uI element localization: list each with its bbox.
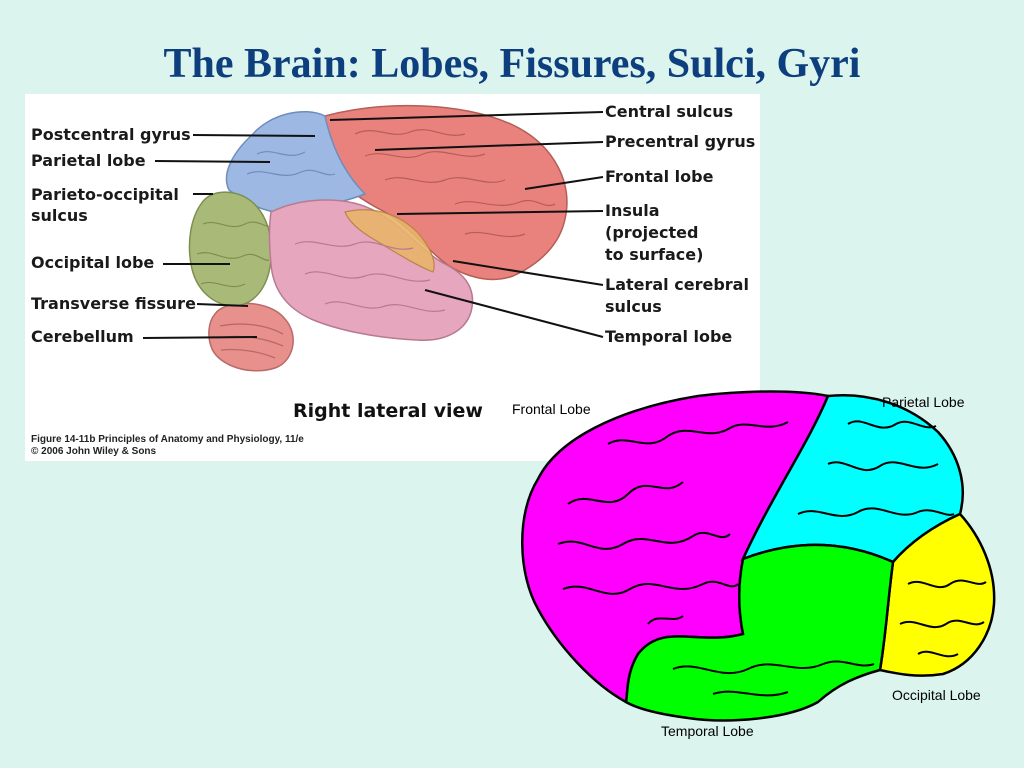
label-occipital-lobe-diagram: Occipital Lobe xyxy=(892,687,981,703)
occipital-lobe-shape xyxy=(878,512,996,677)
label-occipital-lobe: Occipital lobe xyxy=(31,253,155,272)
label-transverse-fissure: Transverse fissure xyxy=(31,294,196,313)
label-lateral-cerebral-sulcus: Lateral cerebral xyxy=(605,275,749,294)
label-insula-line2: (projected xyxy=(605,223,699,242)
label-lateral-cerebral-sulcus-line2: sulcus xyxy=(605,297,662,316)
slide-title: The Brain: Lobes, Fissures, Sulci, Gyri xyxy=(163,41,861,87)
view-title: Right lateral view xyxy=(293,400,483,422)
anatomy-brain-illustration xyxy=(142,104,604,372)
caption-line-1: Figure 14-11b Principles of Anatomy and … xyxy=(31,434,304,445)
label-parieto-occipital-sulcus: Parieto-occipital xyxy=(31,185,179,204)
figure-caption: Figure 14-11b Principles of Anatomy and … xyxy=(31,434,304,458)
lobe-diagram-illustration xyxy=(521,390,996,722)
label-central-sulcus: Central sulcus xyxy=(605,102,734,121)
label-temporal-lobe-diagram: Temporal Lobe xyxy=(661,723,754,739)
temporal-lobe-shape xyxy=(624,543,895,722)
label-parietal-lobe: Parietal lobe xyxy=(31,151,146,170)
label-postcentral-gyrus: Postcentral gyrus xyxy=(31,125,191,144)
caption-line-2: © 2006 John Wiley & Sons xyxy=(31,446,157,457)
label-parieto-occipital-sulcus-line2: sulcus xyxy=(31,206,88,225)
label-precentral-gyrus: Precentral gyrus xyxy=(605,132,756,151)
insula-region xyxy=(344,209,435,273)
label-insula: Insula xyxy=(605,201,660,220)
occipital-lobe-region xyxy=(188,191,272,307)
label-cerebellum: Cerebellum xyxy=(31,327,134,346)
label-temporal-lobe: Temporal lobe xyxy=(605,327,733,346)
label-frontal-lobe-diagram: Frontal Lobe xyxy=(512,401,591,417)
lobe-diagram: Frontal Lobe Parietal Lobe Occipital Lob… xyxy=(498,384,1008,754)
label-parietal-lobe-diagram: Parietal Lobe xyxy=(882,394,965,410)
anatomy-figure: Postcentral gyrus Parietal lobe Parieto-… xyxy=(25,94,760,461)
label-insula-line3: to surface) xyxy=(605,245,704,264)
label-frontal-lobe: Frontal lobe xyxy=(605,167,714,186)
